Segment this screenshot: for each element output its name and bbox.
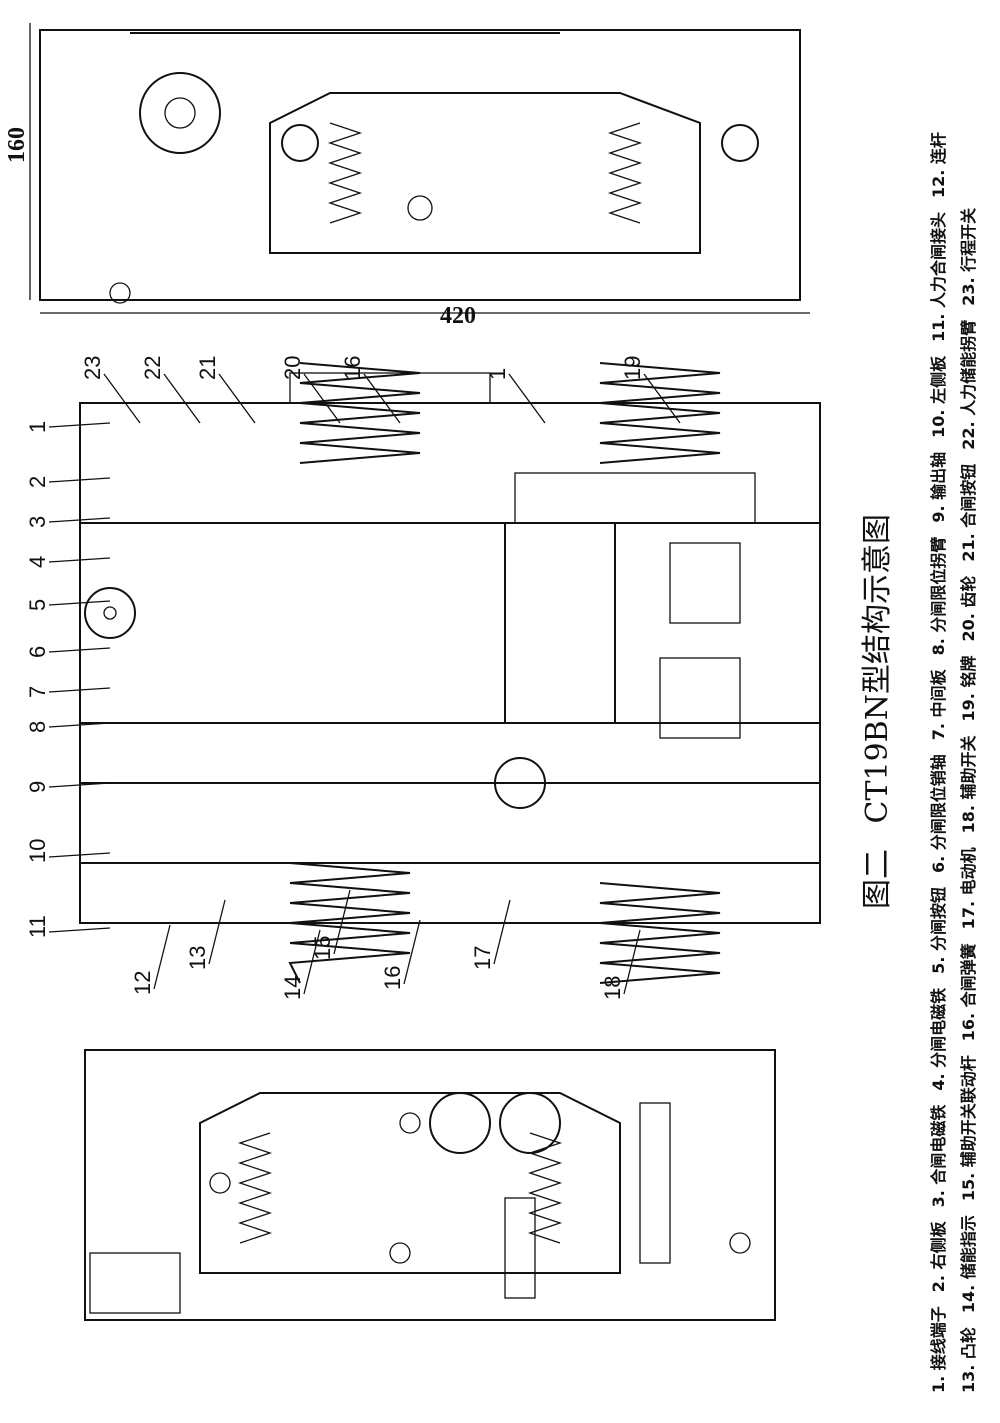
- callout-15: 15: [310, 936, 335, 960]
- callout-20: 20: [280, 356, 305, 380]
- right-side-view: 160 420: [4, 23, 810, 329]
- legend-item: 7. 中间板: [929, 669, 948, 741]
- legend-item: 9. 输出轴: [929, 451, 948, 523]
- caption-prefix: 图二: [860, 849, 895, 909]
- callout-23: 23: [80, 356, 105, 380]
- legend-item: 20. 齿轮: [959, 575, 978, 642]
- legend-item: 16. 合闸弹簧: [959, 943, 978, 1042]
- leader-line: [48, 647, 111, 653]
- legend-item: 1. 接线端子: [929, 1306, 948, 1393]
- legend-item: 2. 右侧板: [929, 1221, 948, 1293]
- callout-17: 17: [470, 946, 495, 970]
- left-side-view: [84, 1049, 776, 1321]
- caption-title: CT19BN型结构示意图: [860, 514, 895, 824]
- leader-line: [153, 924, 171, 990]
- legend-item: 19. 铭牌: [959, 655, 978, 722]
- legend-item: 18. 辅助开关: [959, 735, 978, 834]
- callout-1: 1: [485, 368, 510, 380]
- figure-title: 图二 CT19BN型结构示意图: [852, 0, 896, 1423]
- leader-line: [48, 722, 111, 728]
- callout-12: 12: [130, 971, 155, 995]
- legend-item: 14. 储能指示: [959, 1215, 978, 1314]
- leader-line: [643, 373, 681, 424]
- legend-row-2: 13. 凸轮 14. 储能指示 15. 辅助开关联动杆 16. 合闸弹簧 17. 电动机…: [955, 194, 979, 1393]
- callout-9: 9: [25, 781, 50, 793]
- legend-item: 17. 电动机: [959, 847, 978, 930]
- legend-item: 4. 分闸电磁铁: [929, 987, 948, 1091]
- legend-item: 13. 凸轮: [959, 1327, 978, 1393]
- leader-line: [333, 889, 351, 955]
- leader-line: [48, 687, 111, 693]
- legend-item: 5. 分闸按钮: [929, 887, 948, 974]
- leader-line: [403, 919, 421, 985]
- leader-line: [363, 373, 401, 424]
- legend-item: 22. 人力储能拐臂: [959, 319, 978, 450]
- leader-line: [48, 782, 111, 788]
- leader-line: [218, 373, 256, 424]
- callout-14: 14: [280, 976, 305, 1000]
- leader-line: [303, 929, 321, 995]
- callout-1: 1: [25, 421, 50, 433]
- callout-5: 5: [25, 599, 50, 611]
- legend-item: 6. 分闸限位销轴: [929, 754, 948, 874]
- leader-line: [48, 517, 111, 523]
- leader-line: [48, 600, 111, 606]
- legend-item: 21. 合闸按钮: [959, 463, 978, 562]
- leader-line: [48, 927, 111, 933]
- legend-row-1: 1. 接线端子 2. 右侧板 3. 合闸电磁铁 4. 分闸电磁铁 5. 分闸按钮 6. 分…: [925, 118, 949, 1393]
- callout-16: 16: [380, 966, 405, 990]
- leader-line: [48, 852, 111, 858]
- legend-item: 12. 连杆: [929, 132, 948, 198]
- callout-8: 8: [25, 721, 50, 733]
- callout-22: 22: [140, 356, 165, 380]
- dimension-160: 160: [4, 127, 30, 163]
- legend-item: 8. 分闸限位拐臂: [929, 536, 948, 656]
- leader-line: [208, 899, 226, 965]
- callout-4: 4: [25, 556, 50, 568]
- callout-11: 11: [25, 915, 50, 938]
- callout-21: 21: [195, 356, 220, 380]
- main-front-view: [79, 362, 821, 984]
- legend-item: 3. 合闸电磁铁: [929, 1104, 948, 1208]
- dimension-420: 420: [440, 303, 476, 329]
- leader-line: [493, 899, 511, 965]
- callout-10: 10: [25, 839, 50, 863]
- callout-7: 7: [25, 686, 50, 698]
- leader-line: [103, 373, 141, 424]
- legend-item: 10. 左侧板: [929, 355, 948, 438]
- leader-line: [48, 477, 111, 483]
- leader-line: [48, 557, 111, 563]
- callout-2: 2: [25, 476, 50, 488]
- leader-line: [48, 422, 111, 428]
- leader-line: [303, 373, 341, 424]
- callout-3: 3: [25, 516, 50, 528]
- callout-13: 13: [185, 946, 210, 970]
- callout-6: 6: [25, 646, 50, 658]
- callout-16: 16: [340, 356, 365, 380]
- legend-item: 11. 人力合闸接头: [929, 211, 948, 342]
- legend-item: 23. 行程开关: [959, 207, 978, 306]
- leader-line: [163, 373, 201, 424]
- leader-line: [623, 929, 641, 995]
- callout-19: 19: [620, 356, 645, 380]
- leader-line: [508, 373, 546, 424]
- callout-18: 18: [600, 976, 625, 1000]
- legend-item: 15. 辅助开关联动杆: [959, 1055, 978, 1202]
